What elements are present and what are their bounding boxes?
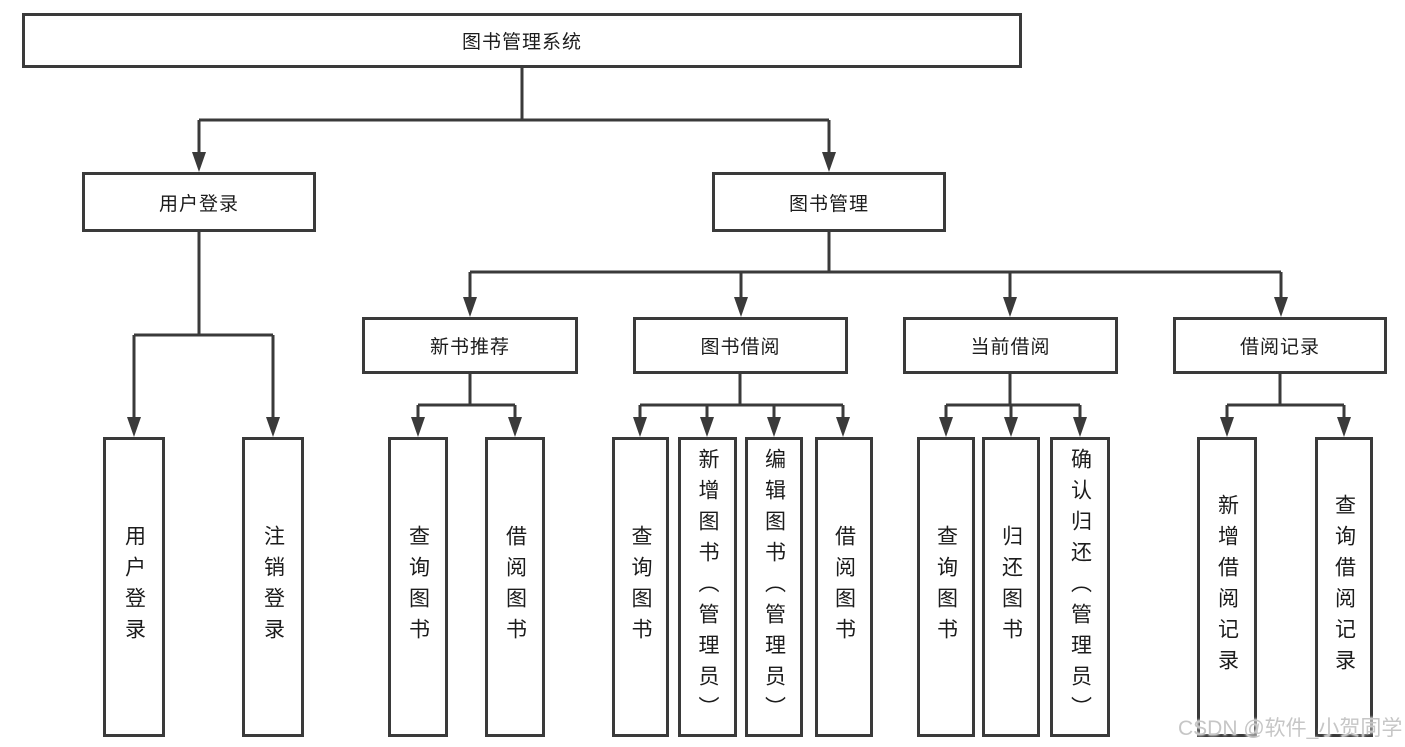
leaf-query-books-current: 查询图书 bbox=[917, 437, 975, 737]
arrow-down-icon bbox=[1003, 297, 1017, 317]
connector-book-management-to-level3 bbox=[463, 232, 1288, 317]
leaf-user-login: 用户登录 bbox=[103, 437, 165, 737]
arrow-down-icon bbox=[767, 417, 781, 437]
node-label: 新增图书（管理员） bbox=[696, 447, 720, 727]
leaf-query-books-borrow: 查询图书 bbox=[612, 437, 669, 737]
leaf-borrow-books-recommend: 借阅图书 bbox=[485, 437, 545, 737]
node-user-login: 用户登录 bbox=[82, 172, 316, 232]
node-label: 新增借阅记录 bbox=[1215, 494, 1239, 680]
leaf-add-borrow-record: 新增借阅记录 bbox=[1197, 437, 1257, 737]
node-current-borrow: 当前借阅 bbox=[903, 317, 1118, 374]
leaf-query-borrow-record: 查询借阅记录 bbox=[1315, 437, 1373, 737]
arrow-down-icon bbox=[192, 152, 206, 172]
node-label: 借阅图书 bbox=[832, 525, 856, 649]
arrow-down-icon bbox=[463, 297, 477, 317]
arrow-down-icon bbox=[734, 297, 748, 317]
arrow-down-icon bbox=[822, 152, 836, 172]
arrow-down-icon bbox=[508, 417, 522, 437]
arrow-down-icon bbox=[1004, 417, 1018, 437]
connector-book-borrow-to-leaves bbox=[633, 374, 850, 437]
arrow-down-icon bbox=[411, 417, 425, 437]
node-label: 查询图书 bbox=[406, 525, 430, 649]
leaf-logout: 注销登录 bbox=[242, 437, 304, 737]
node-book-borrow: 图书借阅 bbox=[633, 317, 848, 374]
arrow-down-icon bbox=[1274, 297, 1288, 317]
connector-current-borrow-to-leaves bbox=[939, 374, 1087, 437]
node-label: 归还图书 bbox=[999, 525, 1023, 649]
node-label: 借阅图书 bbox=[503, 525, 527, 649]
node-label: 用户登录 bbox=[158, 193, 239, 215]
arrow-down-icon bbox=[1073, 417, 1087, 437]
connector-borrow-records-to-leaves bbox=[1220, 374, 1351, 437]
leaf-add-book-admin: 新增图书（管理员） bbox=[678, 437, 737, 737]
node-label: 用户登录 bbox=[122, 525, 146, 649]
csdn-watermark: CSDN @软件_小贺同学 bbox=[1178, 717, 1403, 740]
arrow-down-icon bbox=[1220, 417, 1234, 437]
arrow-down-icon bbox=[266, 417, 280, 437]
node-library-system: 图书管理系统 bbox=[22, 13, 1022, 68]
leaf-edit-book-admin: 编辑图书（管理员） bbox=[745, 437, 803, 737]
node-label: 图书管理系统 bbox=[461, 32, 582, 53]
node-label: 借阅记录 bbox=[1239, 337, 1320, 358]
node-label: 新书推荐 bbox=[429, 337, 510, 358]
arrow-down-icon bbox=[633, 417, 647, 437]
leaf-return-books: 归还图书 bbox=[982, 437, 1040, 737]
connector-user-login-to-leaves bbox=[127, 232, 280, 437]
leaf-confirm-return-admin: 确认归还（管理员） bbox=[1050, 437, 1110, 737]
connector-root-to-level2 bbox=[192, 68, 836, 172]
node-label: 图书借阅 bbox=[700, 337, 781, 358]
node-label: 当前借阅 bbox=[970, 337, 1051, 358]
node-label: 编辑图书（管理员） bbox=[762, 447, 786, 727]
node-label: 确认归还（管理员） bbox=[1068, 447, 1092, 727]
node-label: 注销登录 bbox=[261, 525, 285, 649]
arrow-down-icon bbox=[1337, 417, 1351, 437]
arrow-down-icon bbox=[939, 417, 953, 437]
arrow-down-icon bbox=[836, 417, 850, 437]
node-borrow-records: 借阅记录 bbox=[1173, 317, 1387, 374]
node-label: 图书管理 bbox=[788, 193, 869, 215]
arrow-down-icon bbox=[700, 417, 714, 437]
leaf-query-books-recommend: 查询图书 bbox=[388, 437, 448, 737]
arrow-down-icon bbox=[127, 417, 141, 437]
node-label: 查询借阅记录 bbox=[1332, 494, 1356, 680]
connector-new-book-recommend-to-leaves bbox=[411, 374, 522, 437]
node-label: 查询图书 bbox=[934, 525, 958, 649]
leaf-borrow-books: 借阅图书 bbox=[815, 437, 873, 737]
node-book-management: 图书管理 bbox=[712, 172, 946, 232]
node-new-book-recommend: 新书推荐 bbox=[362, 317, 578, 374]
node-label: 查询图书 bbox=[629, 525, 653, 649]
